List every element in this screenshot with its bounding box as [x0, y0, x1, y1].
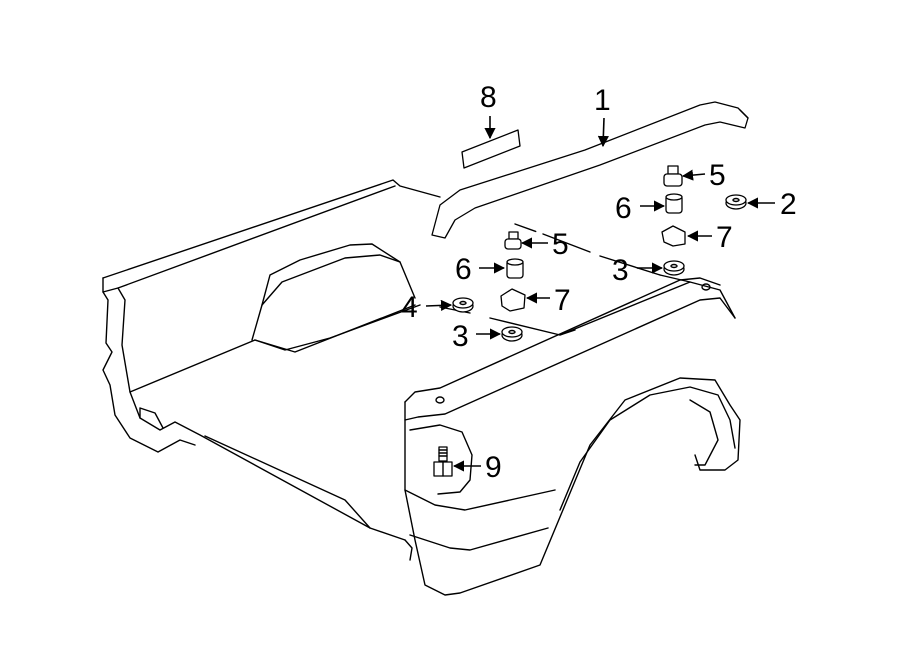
- part-bed-rail-cap: [431, 101, 749, 239]
- callout-9: 9: [485, 451, 502, 484]
- part-bolt-lower: [504, 231, 522, 250]
- callout-1: 1: [594, 84, 611, 117]
- part-washer-3-lower: [501, 326, 523, 342]
- callout-3-upper: 3: [612, 254, 629, 287]
- callout-7-lower: 7: [554, 284, 571, 317]
- part-washer-3-upper: [663, 260, 685, 276]
- callout-5-lower: 5: [552, 228, 569, 261]
- part-washer-2: [725, 194, 747, 210]
- part-bracket-lower: [500, 288, 526, 312]
- part-emblem-plate: [461, 129, 521, 169]
- callout-6-upper: 6: [615, 192, 632, 225]
- truck-bed-outline: [102, 179, 741, 596]
- callout-8: 8: [480, 81, 497, 114]
- callout-5-upper: 5: [709, 159, 726, 192]
- part-bracket-upper: [661, 225, 686, 247]
- callout-3-lower: 3: [452, 320, 469, 353]
- part-washer-4: [452, 297, 474, 313]
- callout-2: 2: [780, 188, 797, 221]
- part-bolt-upper: [663, 165, 683, 187]
- part-spacer-upper: [665, 193, 683, 214]
- leader-lines: [425, 116, 775, 472]
- callout-6-lower: 6: [455, 253, 472, 286]
- part-spacer-lower: [506, 258, 524, 279]
- part-bolt-9: [433, 446, 453, 477]
- callout-7-upper: 7: [716, 221, 733, 254]
- callout-4: 4: [401, 291, 418, 324]
